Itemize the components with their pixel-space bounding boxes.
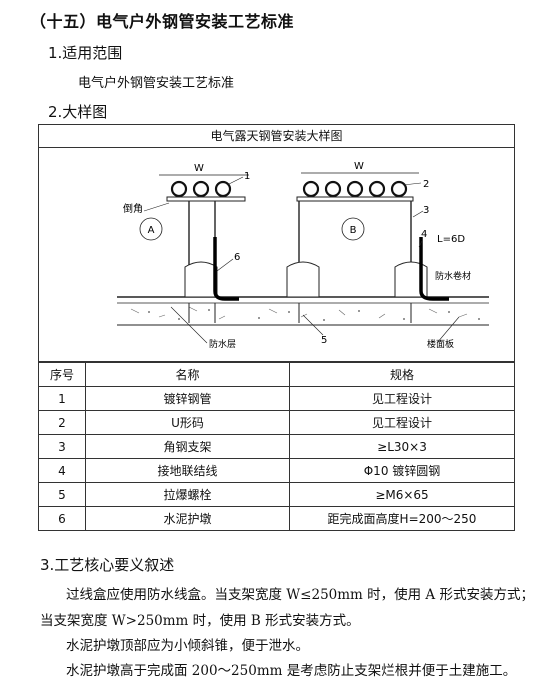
type-b-label: B bbox=[350, 225, 357, 236]
row-spec: ≥L30×3 bbox=[289, 434, 515, 459]
installation-diagram: W A 倒角 1 6 W bbox=[117, 161, 489, 350]
section1-heading: 1.适用范围 bbox=[48, 44, 123, 62]
row-no: 4 bbox=[38, 458, 86, 483]
floor-slab bbox=[117, 296, 489, 326]
body-line-4: 水泥护墩高于完成面 200～250mm 是考虑防止支架烂根并便于土建施工。 bbox=[66, 663, 517, 679]
row-spec: 见工程设计 bbox=[289, 386, 515, 411]
row-no: 3 bbox=[38, 434, 86, 459]
col-header-name: 名称 bbox=[85, 362, 290, 387]
row-no: 5 bbox=[38, 482, 86, 507]
row-spec: 见工程设计 bbox=[289, 410, 515, 435]
table-row: 5 拉爆螺栓 ≥M6×65 bbox=[38, 482, 515, 507]
row-no: 2 bbox=[38, 410, 86, 435]
row-name: 水泥护墩 bbox=[85, 506, 290, 531]
w-dimension-right: W bbox=[354, 161, 364, 172]
callout-6: 6 bbox=[234, 252, 240, 263]
body-line-2: 当支架宽度 W>250mm 时，使用 B 形式安装方式。 bbox=[40, 613, 360, 629]
waterproof-roll-label: 防水卷材 bbox=[435, 270, 471, 282]
callout-1: 1 bbox=[244, 171, 250, 182]
row-no: 6 bbox=[38, 506, 86, 531]
type-a-assembly: W A 倒角 1 6 bbox=[123, 163, 250, 323]
chamfer-label: 倒角 bbox=[123, 203, 143, 215]
section3-heading: 3.工艺核心要义叙述 bbox=[40, 556, 175, 574]
row-name: 镀锌钢管 bbox=[85, 386, 290, 411]
row-name: 角钢支架 bbox=[85, 434, 290, 459]
row-name: U形码 bbox=[85, 410, 290, 435]
callout-2: 2 bbox=[423, 179, 429, 190]
page-title: （十五）电气户外钢管安装工艺标准 bbox=[30, 12, 295, 31]
section2-heading: 2.大样图 bbox=[48, 103, 108, 121]
row-spec: 距完成面高度H=200～250 bbox=[289, 506, 515, 531]
figure-title: 电气露天钢管安装大样图 bbox=[39, 125, 514, 148]
table-row: 6 水泥护墩 距完成面高度H=200～250 bbox=[38, 506, 515, 531]
l-equals-6d-label: L=6D bbox=[437, 234, 465, 245]
detail-drawing: 电气露天钢管安装大样图 W bbox=[38, 124, 515, 362]
body-line-1: 过线盒应使用防水线盒。当支架宽度 W≤250mm 时，使用 A 形式安装方式； bbox=[66, 587, 534, 603]
table-row: 1 镀锌钢管 见工程设计 bbox=[38, 386, 515, 411]
callout-5: 5 bbox=[321, 335, 327, 346]
floor-slab-label: 楼面板 bbox=[427, 338, 454, 350]
callout-3: 3 bbox=[423, 205, 429, 216]
row-spec: Φ10 镀锌圆钢 bbox=[289, 458, 515, 483]
col-header-spec: 规格 bbox=[289, 362, 515, 387]
materials-table: 序号 名称 规格 1 镀锌钢管 见工程设计 2 U形码 见工程设计 3 角钢支架… bbox=[38, 362, 515, 531]
body-line-3: 水泥护墩顶部应为小倾斜锥，便于泄水。 bbox=[66, 638, 309, 654]
table-header-row: 序号 名称 规格 bbox=[38, 362, 515, 387]
type-b-assembly: W B 2 3 4 L=6D 防水卷材 5 bbox=[286, 161, 471, 346]
table-row: 4 接地联结线 Φ10 镀锌圆钢 bbox=[38, 458, 515, 483]
row-no: 1 bbox=[38, 386, 86, 411]
col-header-no: 序号 bbox=[38, 362, 86, 387]
table-row: 2 U形码 见工程设计 bbox=[38, 410, 515, 435]
callout-4: 4 bbox=[421, 229, 427, 240]
row-name: 拉爆螺栓 bbox=[85, 482, 290, 507]
row-name: 接地联结线 bbox=[85, 458, 290, 483]
waterproof-layer-label: 防水层 bbox=[209, 338, 236, 350]
table-row: 3 角钢支架 ≥L30×3 bbox=[38, 434, 515, 459]
type-a-label: A bbox=[148, 225, 155, 236]
w-dimension-left: W bbox=[194, 163, 204, 174]
section1-text: 电气户外钢管安装工艺标准 bbox=[78, 76, 235, 91]
row-spec: ≥M6×65 bbox=[289, 482, 515, 507]
